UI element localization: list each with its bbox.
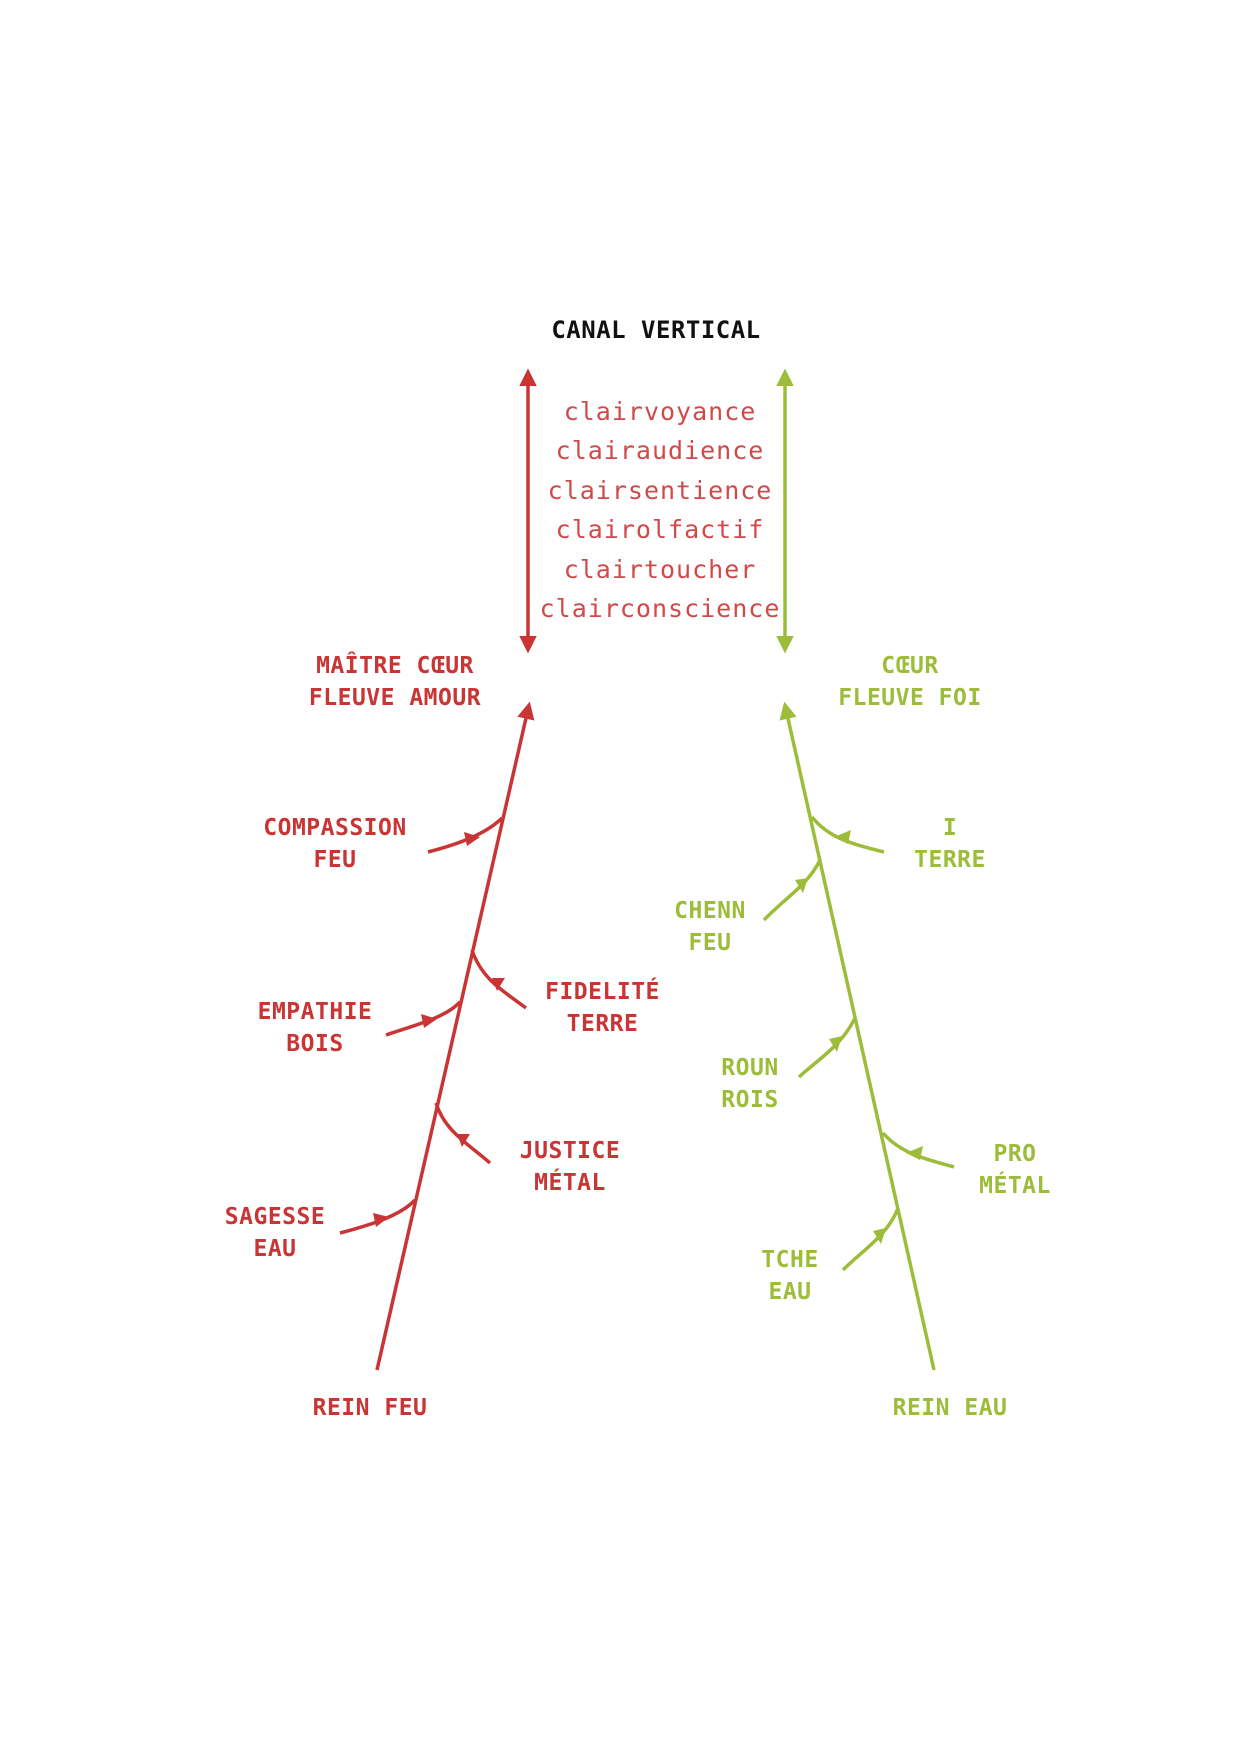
right-branch-label-roun: ROUN ROIS — [721, 1055, 779, 1113]
clair-item: clairsentience — [547, 475, 773, 505]
red-branch-fidelite-arrow — [492, 978, 505, 991]
red-branch-justice — [434, 1102, 492, 1165]
right-branch-label-pro: PRO MÉTAL — [979, 1141, 1051, 1199]
green-branch-pro-arrow — [906, 1146, 923, 1160]
left-branch-label-empathie: EMPATHIE BOIS — [257, 999, 373, 1057]
red-branch-compassion-arrow — [464, 832, 480, 846]
green-branch-chenn-arrow — [795, 878, 808, 893]
green-branch-roun-arrow — [829, 1036, 842, 1052]
green-branch-tche-arrow — [873, 1228, 886, 1244]
green-branch-chenn — [762, 859, 822, 922]
green-trunk — [779, 701, 936, 1371]
clair-item: clairtoucher — [563, 554, 757, 584]
clair-list: clairvoyance clairaudience clairsentienc… — [520, 392, 800, 628]
green-branch-roun — [797, 1017, 857, 1079]
red-branch-empathie-arrow — [421, 1014, 437, 1028]
clair-item: clairolfactif — [555, 515, 765, 545]
left-branch-label-fidelite: FIDELITÉ TERRE — [545, 979, 660, 1037]
green-branch-tche — [841, 1207, 900, 1272]
clair-item: clairaudience — [555, 436, 765, 466]
left-branch-label-compassion: COMPASSION FEU — [263, 815, 407, 873]
right-branch-label-i: I TERRE — [914, 815, 986, 873]
red-branch-sagesse-arrow — [373, 1213, 389, 1227]
right-branch-label-chenn: CHENN FEU — [674, 898, 746, 956]
left-branch-label-justice: JUSTICE MÉTAL — [519, 1138, 621, 1196]
left-branch-label-sagesse: SAGESSE EAU — [224, 1204, 326, 1262]
page-title: CANAL VERTICAL — [551, 316, 761, 344]
left-top-label: MAÎTRE CŒUR FLEUVE AMOUR — [308, 653, 482, 711]
right-bottom-label: REIN EAU — [892, 1395, 1008, 1421]
green-branch-i-arrow — [834, 830, 851, 844]
clair-item: clairconscience — [539, 594, 781, 624]
left-bottom-label: REIN FEU — [312, 1395, 428, 1421]
red-branch-justice-arrow — [457, 1134, 470, 1147]
clair-item: clairvoyance — [563, 397, 757, 426]
right-top-label: CŒUR FLEUVE FOI — [838, 653, 982, 711]
right-branch-label-tche: TCHE EAU — [761, 1247, 819, 1305]
red-trunk — [375, 701, 535, 1371]
